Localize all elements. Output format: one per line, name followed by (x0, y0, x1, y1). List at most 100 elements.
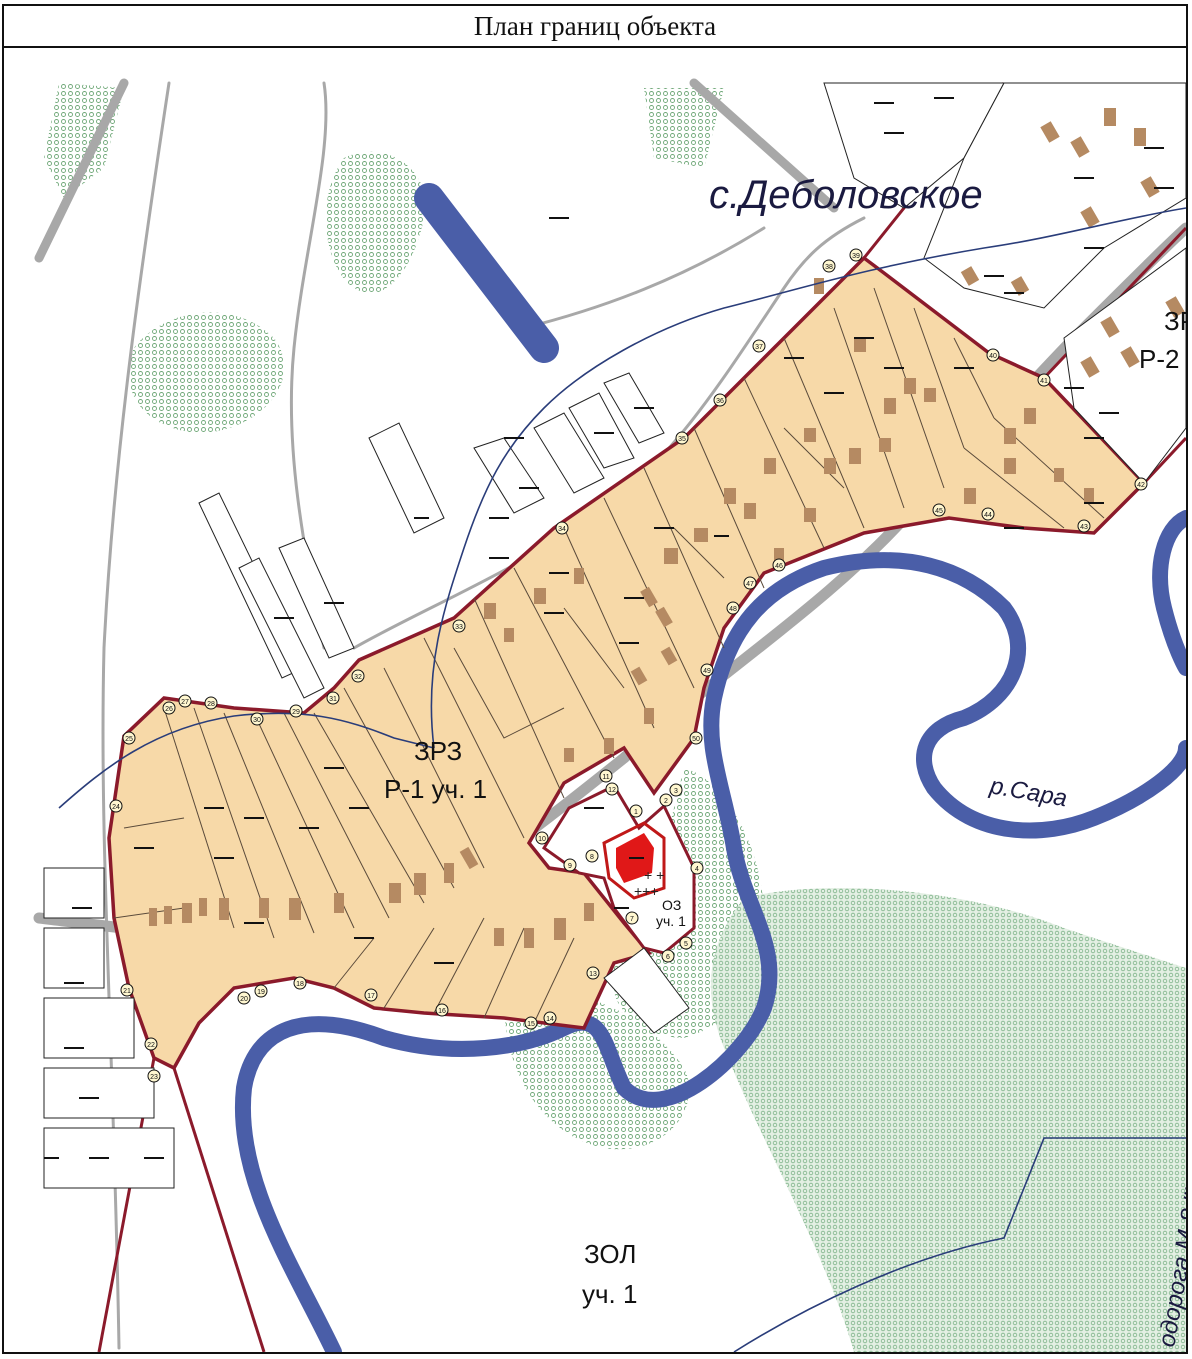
page-title: План границ объекта (473, 10, 717, 41)
boundary-point-46: 46 (772, 558, 786, 572)
boundary-point-42: 42 (1134, 477, 1148, 491)
boundary-point-19: 19 (254, 984, 268, 998)
river-label: р.Сара (987, 772, 1069, 812)
zone-zol-line2: уч. 1 (582, 1279, 637, 1309)
boundary-point-22: 22 (144, 1037, 158, 1051)
svg-text:45: 45 (935, 508, 943, 515)
svg-text:30: 30 (253, 717, 261, 724)
header: План границ объекта (4, 6, 1186, 48)
zone-zrz-r1-line2: Р-1 уч. 1 (384, 774, 487, 804)
outside-parcels (43, 82, 1186, 1189)
zone-zol-line1: ЗОЛ (584, 1239, 636, 1269)
zone-oz-line1: ОЗ (662, 897, 681, 913)
svg-text:6: 6 (666, 954, 670, 961)
road-north-curve-2 (522, 226, 766, 330)
boundary-point-11: 11 (599, 769, 613, 783)
boundary-point-29: 29 (289, 704, 303, 718)
boundary-point-13: 13 (586, 966, 600, 980)
forest-south-big (710, 888, 1186, 1352)
svg-text:12: 12 (608, 787, 616, 794)
boundary-point-15: 15 (524, 1016, 538, 1030)
svg-text:1: 1 (634, 809, 638, 816)
svg-text:13: 13 (589, 971, 597, 978)
svg-text:39: 39 (852, 253, 860, 260)
boundary-point-28: 28 (204, 696, 218, 710)
svg-text:14: 14 (546, 1016, 554, 1023)
svg-text:17: 17 (367, 993, 375, 1000)
svg-text:29: 29 (292, 709, 300, 716)
svg-text:23: 23 (150, 1074, 158, 1081)
boundary-point-23: 23 (147, 1069, 161, 1083)
village-label: с.Деболовское (709, 173, 983, 217)
svg-text:28: 28 (207, 701, 215, 708)
river-sara (234, 552, 1186, 1352)
svg-text:2: 2 (664, 798, 668, 805)
svg-text:27: 27 (181, 699, 189, 706)
boundary-point-32: 32 (351, 669, 365, 683)
svg-text:34: 34 (558, 526, 566, 533)
boundary-point-43: 43 (1077, 519, 1091, 533)
svg-text:33: 33 (455, 624, 463, 631)
boundary-point-27: 27 (178, 694, 192, 708)
boundary-point-1: 1 (629, 804, 643, 818)
svg-text:48: 48 (729, 606, 737, 613)
boundary-point-44: 44 (981, 507, 995, 521)
svg-text:4: 4 (695, 866, 699, 873)
boundary-point-38: 38 (822, 259, 836, 273)
boundary-point-14: 14 (543, 1011, 557, 1025)
svg-text:32: 32 (354, 674, 362, 681)
road-diagonal-nw (34, 78, 129, 263)
svg-text:3: 3 (674, 788, 678, 795)
forest-top-right (644, 88, 724, 168)
dash-marks (44, 97, 1174, 1159)
boundary-point-30: 30 (250, 712, 264, 726)
svg-text:35: 35 (678, 436, 686, 443)
svg-text:24: 24 (112, 804, 120, 811)
svg-text:43: 43 (1080, 524, 1088, 531)
svg-text:+ +: + + (644, 867, 664, 883)
boundary-point-3: 3 (669, 783, 683, 797)
boundary-point-10: 10 (535, 831, 549, 845)
svg-text:38: 38 (825, 264, 833, 271)
boundary-point-49: 49 (700, 663, 714, 677)
boundary-point-34: 34 (555, 521, 569, 535)
svg-text:26: 26 (165, 706, 173, 713)
svg-text:+++: +++ (634, 883, 659, 899)
svg-text:11: 11 (602, 774, 609, 781)
buildings (149, 108, 1185, 948)
svg-text:16: 16 (438, 1008, 446, 1015)
svg-text:44: 44 (984, 512, 992, 519)
zone-zrz-r1-line1: ЗРЗ (414, 736, 462, 766)
boundary-point-6: 6 (661, 949, 675, 963)
zone-zrz-r2-line2: Р-2 (1139, 344, 1179, 374)
boundary-point-40: 40 (986, 348, 1000, 362)
road-diagonal-ne (689, 78, 839, 213)
boundary-point-12: 12 (605, 782, 619, 796)
svg-text:47: 47 (746, 581, 754, 588)
boundary-point-20: 20 (237, 991, 251, 1005)
forest-center-top (325, 151, 426, 294)
boundary-point-47: 47 (743, 576, 757, 590)
boundary-point-21: 21 (120, 983, 134, 997)
svg-text:42: 42 (1137, 482, 1145, 489)
boundary-point-26: 26 (162, 701, 176, 715)
zone-zrz-r2-line1: ЗР (1164, 306, 1186, 336)
boundary-point-35: 35 (675, 431, 689, 445)
svg-text:8: 8 (590, 854, 594, 861)
reservoir (414, 183, 559, 363)
svg-text:49: 49 (703, 668, 711, 675)
svg-text:7: 7 (630, 916, 634, 923)
boundary-point-39: 39 (849, 248, 863, 262)
svg-text:31: 31 (329, 696, 337, 703)
boundary-point-9: 9 (563, 858, 577, 872)
svg-text:25: 25 (125, 736, 133, 743)
svg-text:22: 22 (147, 1042, 155, 1049)
svg-text:36: 36 (716, 398, 724, 405)
boundary-point-17: 17 (364, 988, 378, 1002)
boundary-points: 1234567891011121314151617181920212223242… (109, 248, 1148, 1083)
boundary-point-18: 18 (293, 976, 307, 990)
boundary-point-16: 16 (435, 1003, 449, 1017)
svg-text:9: 9 (568, 863, 572, 870)
boundary-point-5: 5 (679, 936, 693, 950)
boundary-point-50: 50 (689, 731, 703, 745)
